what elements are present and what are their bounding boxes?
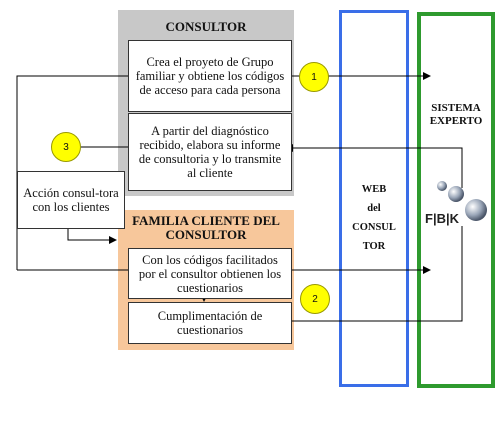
spheres-logo-icon <box>437 181 487 221</box>
system-label-line: EXPERTO <box>429 115 483 127</box>
system-label-line: SISTEMA <box>431 102 481 114</box>
badge-2: 2 <box>300 284 330 314</box>
web-label-line: del <box>367 203 381 214</box>
system-column <box>417 12 495 388</box>
web-label-line: CONSUL <box>352 222 396 233</box>
familia-box-questionnaires: Cumplimentación de cuestionarios <box>128 302 292 344</box>
web-label-line: WEB <box>361 184 387 195</box>
badge-3: 3 <box>51 132 81 162</box>
badge-1: 1 <box>299 62 329 92</box>
fbk-logo: F|B|K <box>425 211 459 226</box>
familia-title: FAMILIA CLIENTE DEL CONSULTOR <box>132 213 280 242</box>
system-label: SISTEMA EXPERTO <box>417 102 495 128</box>
web-column <box>339 10 409 387</box>
consultor-box-create: Crea el proyeto de Grupo familiar y obti… <box>128 40 292 112</box>
accion-box: Acción consul-tora con los clientes <box>17 171 125 229</box>
web-label: WEB del CONSUL TOR <box>339 180 409 256</box>
familia-box-codes: Con los códigos facilitados por el consu… <box>128 248 292 299</box>
consultor-title: CONSULTOR <box>165 19 247 34</box>
web-label-line: TOR <box>362 241 386 252</box>
consultor-box-report: A partir del diagnóstico recibido, elabo… <box>128 113 292 191</box>
